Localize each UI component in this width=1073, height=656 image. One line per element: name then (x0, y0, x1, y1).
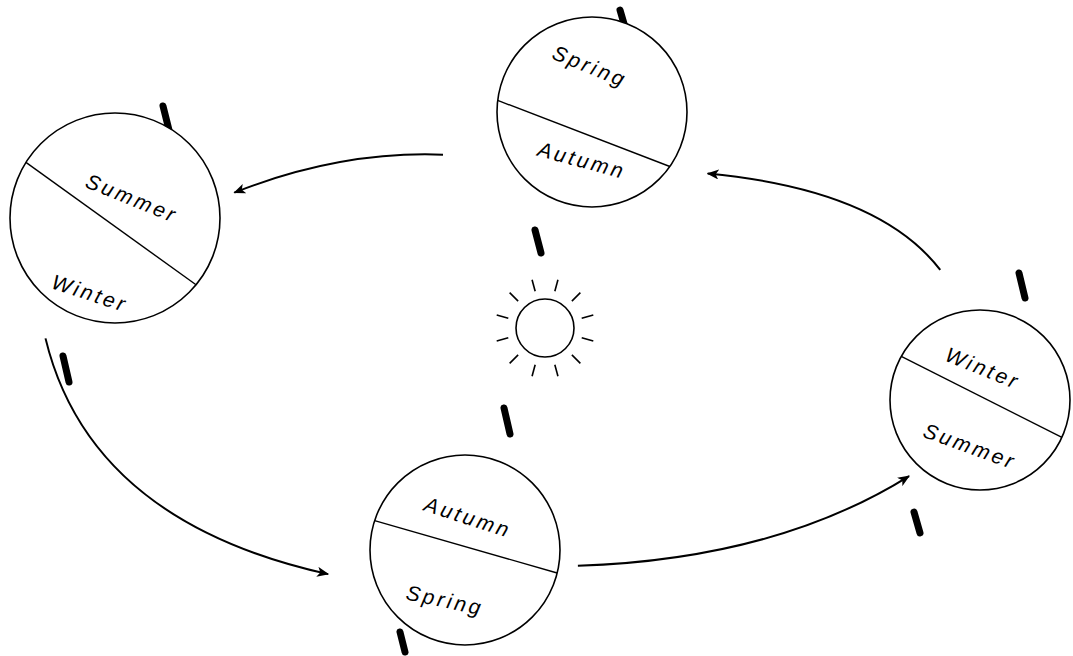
globe: WinterSummer (888, 308, 1072, 492)
sun-ray (497, 338, 509, 341)
sun-ray (555, 365, 558, 377)
axis-sticks (63, 10, 1025, 652)
orbit-arrow (578, 476, 909, 566)
globe: SummerWinter (8, 111, 222, 325)
globe-outline (888, 308, 1072, 492)
orbit-arrow (46, 338, 329, 574)
globe: SpringAutumn (495, 15, 689, 209)
equator-line (26, 162, 196, 284)
sun-ray (532, 280, 535, 292)
sun-ray (510, 293, 518, 301)
sun-ray (572, 355, 580, 363)
sun-ray (532, 365, 535, 377)
sun-ray (510, 355, 518, 363)
sun (497, 280, 594, 377)
sun-ray (555, 280, 558, 292)
sun-ray (582, 338, 594, 341)
equator-line (375, 521, 558, 573)
globe: AutumnSpring (368, 453, 562, 647)
orbit-arrow (234, 154, 443, 192)
sun-ray (497, 315, 509, 318)
sun-ray (582, 315, 594, 318)
orbit-arrow (708, 174, 941, 270)
sun-ray (572, 293, 580, 301)
globe-outline (368, 453, 562, 647)
globe-outline (495, 15, 689, 209)
